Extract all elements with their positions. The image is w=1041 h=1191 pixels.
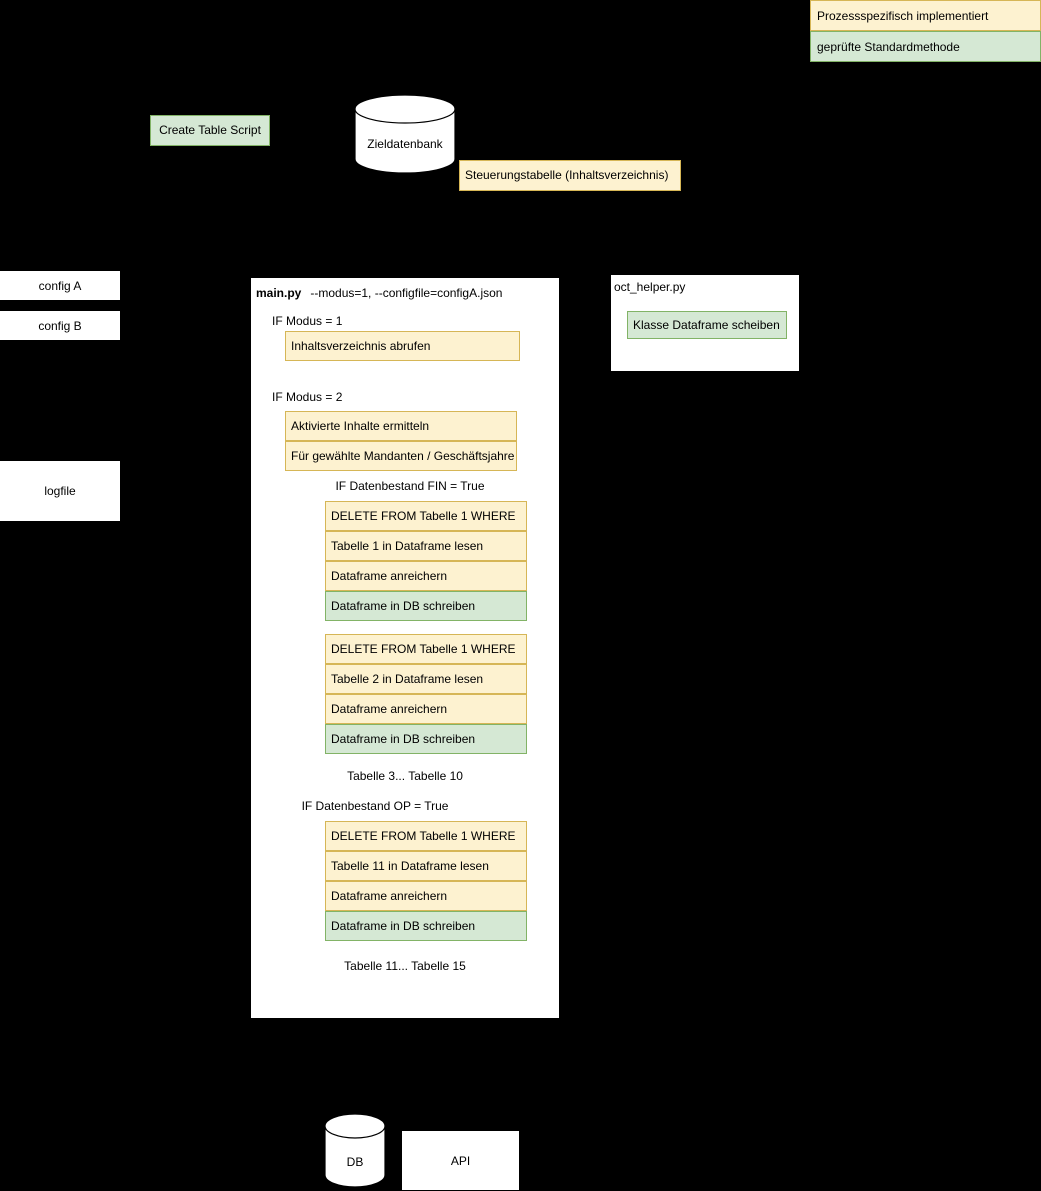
steuerungstabelle-label: Steuerungstabelle (Inhaltsverzeichnis) — [465, 168, 669, 183]
group3-step-1-label: Tabelle 11 in Dataframe lesen — [331, 858, 489, 873]
config-b-label: config B — [38, 318, 82, 333]
datenbestand-op-label: IF Datenbestand OP = True — [285, 798, 465, 814]
modus-2-label: IF Modus = 2 — [272, 389, 532, 405]
create-table-script-label: Create Table Script — [159, 123, 261, 138]
logfile-node[interactable]: logfile — [0, 461, 120, 521]
api-label: API — [450, 1153, 471, 1168]
zieldatenbank-label: Zieldatenbank — [367, 137, 443, 151]
db-label: DB — [346, 1155, 364, 1169]
group3-step-1[interactable]: Tabelle 11 in Dataframe lesen — [325, 851, 527, 881]
oct-helper-title-text: oct_helper.py — [614, 280, 686, 294]
steuerungstabelle-node[interactable]: Steuerungstabelle (Inhaltsverzeichnis) — [459, 160, 681, 191]
ellipsis-fin-label: Tabelle 3... Tabelle 10 — [290, 768, 520, 784]
modus-2-step-0[interactable]: Aktivierte Inhalte ermitteln — [285, 411, 517, 441]
modus-1-step-label: Inhaltsverzeichnis abrufen — [291, 338, 431, 353]
config-a-label: config A — [38, 278, 82, 293]
legend: Prozessspezifisch implementiert geprüfte… — [810, 0, 1041, 62]
datenbestand-fin-label-text: IF Datenbestand FIN = True — [335, 479, 485, 493]
zieldatenbank-cylinder[interactable]: Zieldatenbank — [354, 94, 456, 174]
group3-step-2[interactable]: Dataframe anreichern — [325, 881, 527, 911]
group1-step-3[interactable]: Dataframe in DB schreiben — [325, 591, 527, 621]
group2-step-2[interactable]: Dataframe anreichern — [325, 694, 527, 724]
db-cylinder[interactable]: DB — [324, 1113, 386, 1191]
group1-step-3-label: Dataframe in DB schreiben — [331, 598, 476, 613]
legend-item-standard-label: geprüfte Standardmethode — [817, 39, 960, 54]
oct-helper-step-label: Klasse Dataframe scheiben — [633, 317, 780, 332]
ellipsis-op-label: Tabelle 11... Tabelle 15 — [290, 958, 520, 974]
modus-1-label: IF Modus = 1 — [272, 313, 532, 329]
group1-step-0[interactable]: DELETE FROM Tabelle 1 WHERE — [325, 501, 527, 531]
group1-step-2[interactable]: Dataframe anreichern — [325, 561, 527, 591]
group2-step-1-label: Tabelle 2 in Dataframe lesen — [331, 671, 484, 686]
group2-step-0-label: DELETE FROM Tabelle 1 WHERE — [331, 641, 516, 656]
group2-step-3-label: Dataframe in DB schreiben — [331, 731, 476, 746]
group3-step-3-label: Dataframe in DB schreiben — [331, 918, 476, 933]
group2-step-3[interactable]: Dataframe in DB schreiben — [325, 724, 527, 754]
group2-step-1[interactable]: Tabelle 2 in Dataframe lesen — [325, 664, 527, 694]
cylinder-shape-db — [324, 1113, 386, 1188]
legend-item-standard: geprüfte Standardmethode — [810, 31, 1041, 62]
group1-step-2-label: Dataframe anreichern — [331, 568, 448, 583]
group2-step-2-label: Dataframe anreichern — [331, 701, 448, 716]
main-py-args: --modus=1, --configfile=configA.json — [310, 286, 503, 300]
cylinder-shape — [354, 94, 456, 174]
config-a-node[interactable]: config A — [0, 271, 120, 300]
main-py-title-row: main.py --modus=1, --configfile=configA.… — [256, 284, 556, 302]
modus-2-label-text: IF Modus = 2 — [272, 390, 343, 404]
config-b-node[interactable]: config B — [0, 311, 120, 340]
main-py-title: main.py — [256, 286, 302, 300]
legend-item-process: Prozessspezifisch implementiert — [810, 0, 1041, 31]
datenbestand-fin-label: IF Datenbestand FIN = True — [295, 478, 525, 494]
oct-helper-step[interactable]: Klasse Dataframe scheiben — [627, 311, 787, 339]
group1-step-1-label: Tabelle 1 in Dataframe lesen — [331, 538, 484, 553]
api-node[interactable]: API — [402, 1131, 519, 1190]
create-table-script-node[interactable]: Create Table Script — [150, 115, 270, 146]
oct-helper-title: oct_helper.py — [614, 278, 796, 296]
group3-step-0[interactable]: DELETE FROM Tabelle 1 WHERE — [325, 821, 527, 851]
group3-step-0-label: DELETE FROM Tabelle 1 WHERE — [331, 828, 516, 843]
group3-step-3[interactable]: Dataframe in DB schreiben — [325, 911, 527, 941]
group1-step-1[interactable]: Tabelle 1 in Dataframe lesen — [325, 531, 527, 561]
ellipsis-op-label-text: Tabelle 11... Tabelle 15 — [344, 959, 466, 973]
modus-1-label-text: IF Modus = 1 — [272, 314, 343, 328]
logfile-label: logfile — [44, 484, 76, 498]
group2-step-0[interactable]: DELETE FROM Tabelle 1 WHERE — [325, 634, 527, 664]
modus-2-step-0-label: Aktivierte Inhalte ermitteln — [291, 418, 430, 433]
group1-step-0-label: DELETE FROM Tabelle 1 WHERE — [331, 508, 516, 523]
modus-1-step[interactable]: Inhaltsverzeichnis abrufen — [285, 331, 520, 361]
modus-2-step-1-label: Für gewählte Mandanten / Geschäftsjahre — [291, 448, 515, 463]
datenbestand-op-label-text: IF Datenbestand OP = True — [301, 799, 449, 813]
modus-2-step-1[interactable]: Für gewählte Mandanten / Geschäftsjahre — [285, 441, 517, 471]
group3-step-2-label: Dataframe anreichern — [331, 888, 448, 903]
legend-item-process-label: Prozessspezifisch implementiert — [817, 8, 989, 23]
ellipsis-fin-label-text: Tabelle 3... Tabelle 10 — [347, 769, 463, 783]
